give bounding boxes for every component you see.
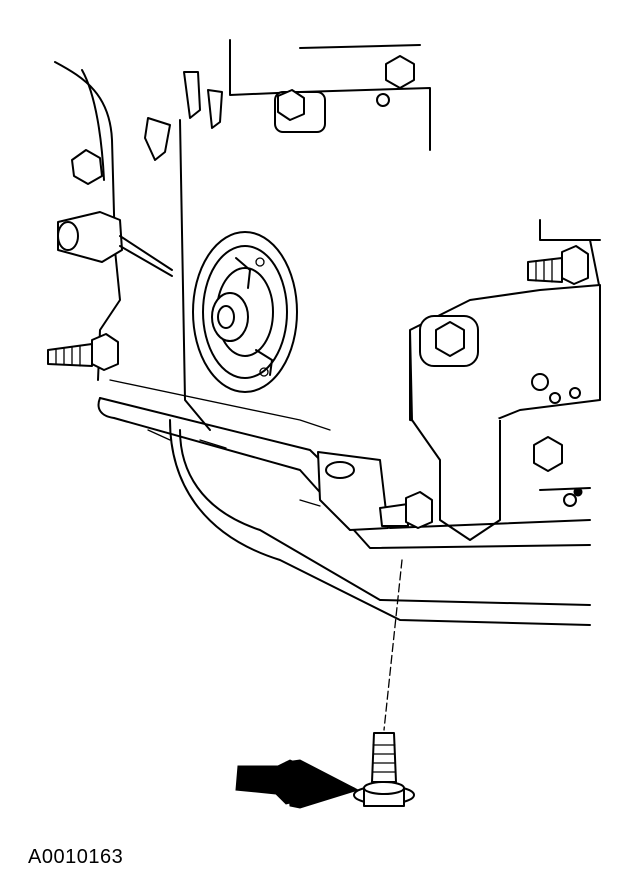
arrow-indicator-icon bbox=[235, 759, 360, 809]
figure-code: A0010163 bbox=[28, 846, 124, 868]
engine-block bbox=[54, 39, 601, 431]
left-bolts bbox=[47, 149, 173, 371]
crankshaft-pulley bbox=[192, 231, 298, 393]
oil-pan bbox=[97, 397, 591, 626]
right-bracket bbox=[409, 245, 601, 541]
removed-pan-bolt bbox=[353, 559, 415, 807]
